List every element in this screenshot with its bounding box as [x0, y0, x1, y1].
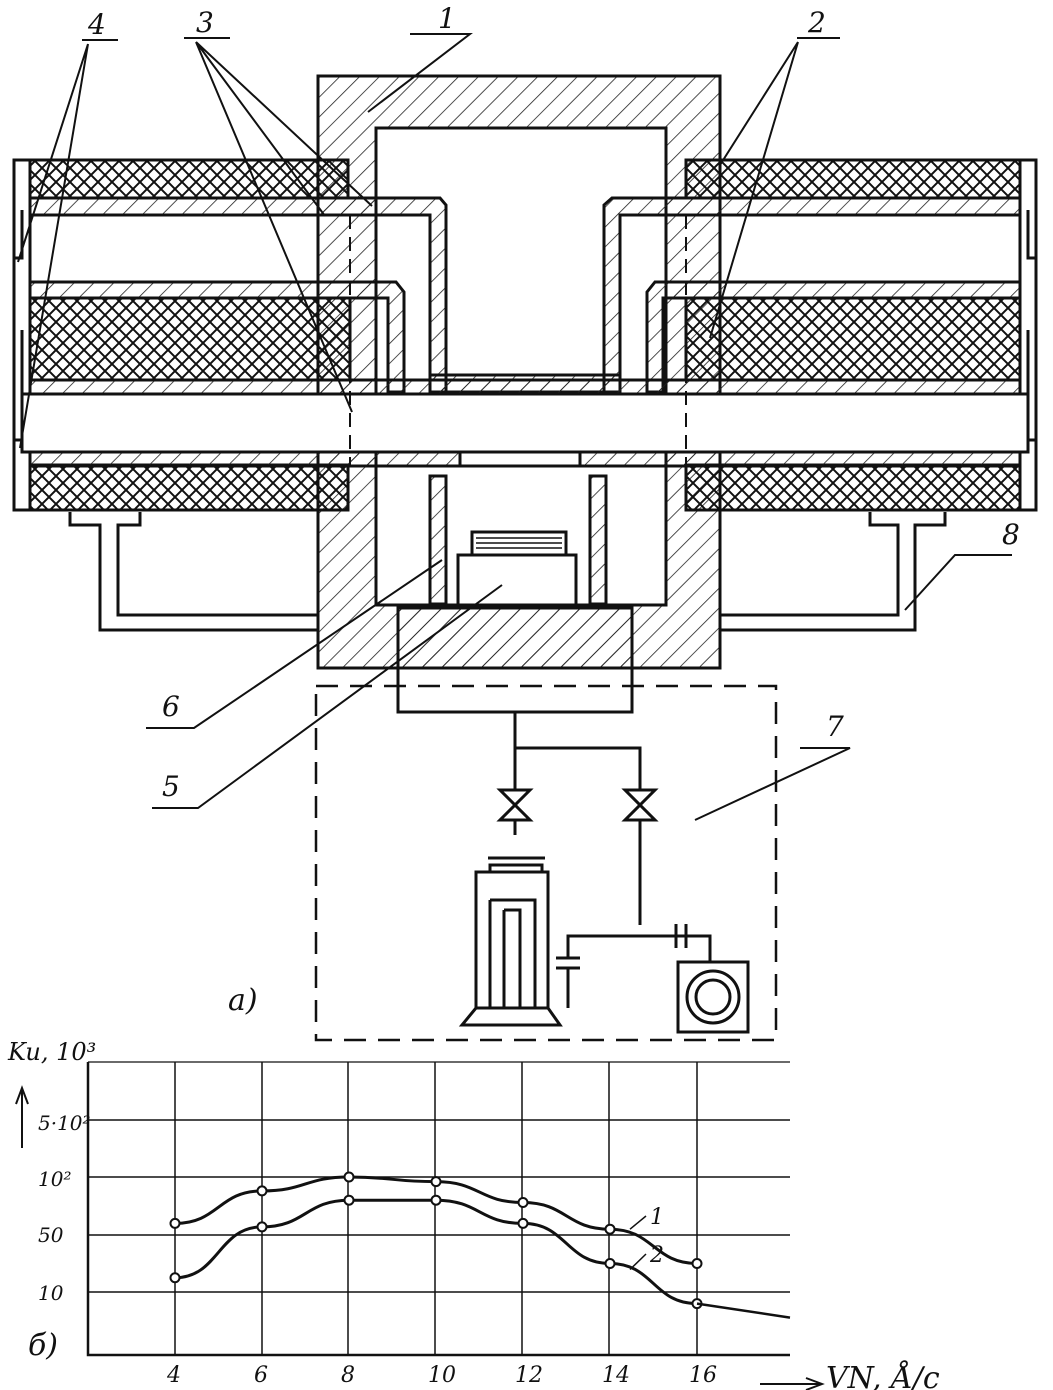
gap-channel: [20, 392, 1030, 454]
data-point-1: [256, 1185, 268, 1197]
axis-frame: [86, 1062, 790, 1357]
pipe-right: [720, 512, 947, 632]
data-point-2: [604, 1258, 616, 1269]
data-point-1: [517, 1197, 529, 1209]
x-tick-label: 6: [254, 1363, 268, 1388]
series-label-1: 1: [650, 1205, 664, 1230]
label-2: 2: [807, 6, 826, 39]
shield-right: [588, 474, 608, 606]
sample-holder: [456, 553, 578, 607]
component-labels: 1 2 3 4 5 6 7 8 а) б): [28, 2, 1020, 1363]
label-4: 4: [87, 8, 106, 41]
label-5: 5: [162, 770, 180, 803]
y-axis-title: Ku, 10³: [7, 1038, 96, 1066]
x-axis-title: VN, Å/c: [826, 1360, 940, 1390]
part-a-label: а): [228, 983, 258, 1018]
series-line-1: [174, 1175, 698, 1265]
series-leader-2: [629, 1253, 647, 1271]
coil-right-bottom: [684, 463, 1022, 512]
series-line-2: [174, 1198, 698, 1306]
diffusion-pump: [458, 856, 563, 1027]
chamber-base: [396, 606, 634, 670]
pipe-left: [68, 512, 318, 632]
data-point-2: [430, 1194, 442, 1206]
y-tick-label: 5·10²: [38, 1111, 91, 1135]
series-leader-1: [629, 1215, 647, 1230]
label-6: 6: [162, 690, 180, 723]
fore-pump: [676, 960, 750, 1034]
valve-2: [621, 788, 659, 822]
fore-pump-rotor-inner: [694, 978, 732, 1016]
vacuum-system-box: [314, 684, 778, 1042]
data-point-1: [169, 1217, 181, 1229]
y-axis-arrow: [15, 1085, 29, 1148]
x-tick-label: 14: [602, 1363, 630, 1388]
gap-window: [458, 450, 582, 468]
data-point-2: [517, 1217, 529, 1229]
valve-1: [496, 788, 534, 822]
series-label-2: 2: [649, 1243, 664, 1268]
sample-layers: [476, 537, 562, 549]
fore-pump-rotor: [685, 969, 741, 1025]
coil-right-top: [684, 158, 1022, 200]
bracket-right: [1026, 210, 1036, 442]
label-7: 7: [826, 710, 844, 743]
part-b-label: б): [28, 1328, 58, 1363]
coil-right-mid: [684, 296, 1022, 382]
data-point-2: [169, 1272, 181, 1284]
series-tail-2: [696, 1302, 791, 1319]
label-3: 3: [196, 6, 214, 39]
y-tick-label: 10²: [38, 1167, 71, 1191]
x-tick-label: 4: [166, 1363, 181, 1388]
coil-left-bottom: [28, 463, 350, 512]
x-tick-label: 8: [341, 1363, 355, 1388]
data-point-1: [691, 1258, 703, 1269]
coil-left-top: [28, 158, 350, 200]
label-1: 1: [438, 2, 456, 35]
chart-axes: [15, 1061, 825, 1390]
data-point-1: [604, 1223, 616, 1235]
apparatus-drawing: [12, 33, 1038, 1042]
x-axis-arrow: [760, 1377, 825, 1390]
fore-line: [556, 924, 712, 1008]
label-8: 8: [1002, 518, 1020, 551]
x-tick-label: 16: [689, 1363, 717, 1388]
coil-left-mid: [28, 296, 352, 382]
chart-grid: [88, 1062, 790, 1355]
data-point-1: [430, 1176, 442, 1188]
x-tick-label: 12: [515, 1363, 543, 1388]
data-point-1: [343, 1171, 355, 1183]
y-tick-label: 10: [38, 1281, 64, 1305]
data-point-2: [256, 1221, 268, 1233]
y-tick-label: 50: [38, 1223, 64, 1247]
leader-lines: [17, 33, 1012, 821]
shield-left: [428, 474, 448, 606]
chart-series: 12: [169, 1171, 791, 1319]
data-point-2: [343, 1194, 355, 1206]
gap-channel-top: [28, 378, 1022, 396]
x-tick-label: 10: [428, 1363, 456, 1388]
